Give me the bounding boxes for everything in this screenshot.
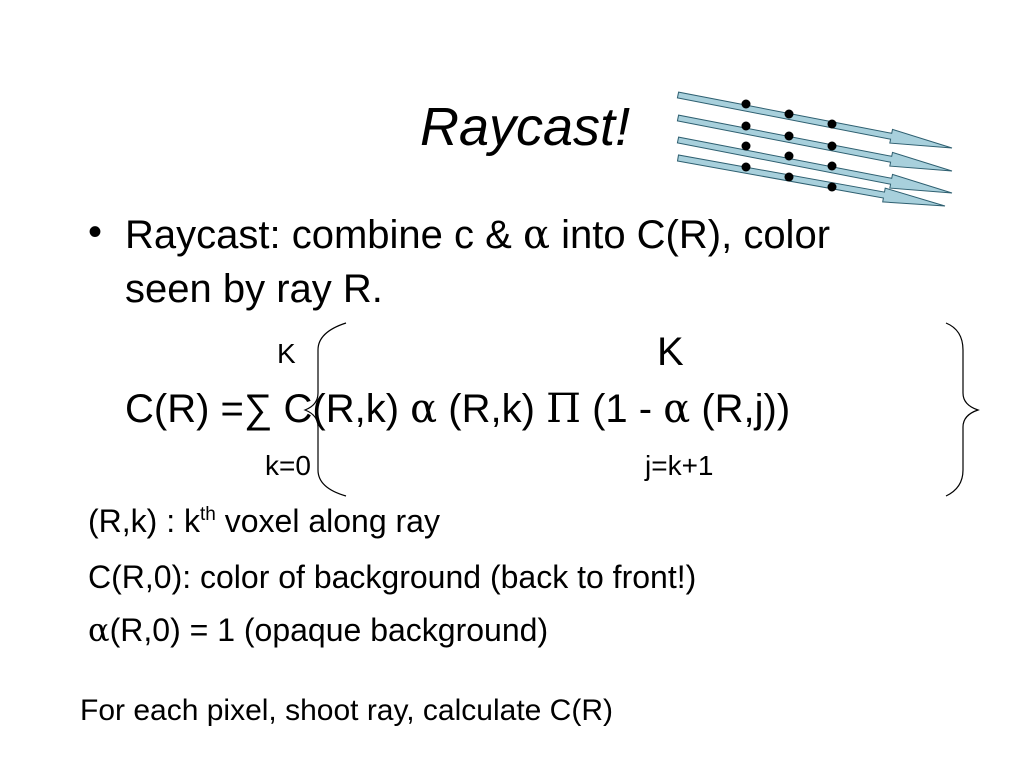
bullet-marker: • bbox=[88, 210, 103, 254]
formula-term-color: C(R,k) bbox=[272, 387, 411, 431]
product-upper-limit: K bbox=[657, 330, 684, 374]
alpha-symbol: α bbox=[663, 386, 691, 432]
formula-lhs: C(R) = bbox=[125, 387, 244, 431]
voxel-dot-4 bbox=[741, 121, 751, 131]
slide-title: Raycast! bbox=[420, 97, 631, 157]
note-voxel-definition: (R,k) : kth voxel along ray bbox=[88, 505, 440, 537]
superscript-th: th bbox=[199, 504, 216, 525]
sum-lower-limit: k=0 bbox=[265, 450, 311, 481]
sum-upper-limit: K bbox=[277, 338, 296, 369]
bullet-line1-end: into C(R), color bbox=[549, 213, 831, 257]
voxel-dot-8 bbox=[784, 151, 794, 161]
note-text: (R,k) : k bbox=[88, 503, 200, 539]
ray-arrow-3 bbox=[676, 136, 953, 194]
note-opaque-background: α(R,0) = 1 (opaque background) bbox=[88, 614, 548, 646]
voxel-dot-3 bbox=[827, 119, 837, 129]
footer-note: For each pixel, shoot ray, calculate C(R… bbox=[80, 694, 613, 727]
voxel-dot-9 bbox=[827, 161, 837, 171]
bullet-text: Raycast: combine c & α into C(R), color … bbox=[125, 208, 965, 316]
bullet-line1-start: Raycast: combine c & bbox=[125, 213, 523, 257]
alpha-symbol: α bbox=[88, 611, 110, 649]
raycast-formula: C(R) =∑ C(R,k) α (R,k) Π (1 - α (R,j)) bbox=[125, 389, 790, 429]
alpha-symbol: α bbox=[410, 386, 438, 432]
left-brace bbox=[303, 322, 347, 497]
product-symbol: Π bbox=[546, 386, 581, 432]
note-text: (R,0) = 1 (opaque background) bbox=[109, 612, 549, 648]
voxel-dot-1 bbox=[741, 99, 751, 109]
note-text: voxel along ray bbox=[215, 503, 440, 539]
sum-symbol: ∑ bbox=[243, 387, 273, 431]
voxel-dot-11 bbox=[784, 172, 794, 182]
product-lower-limit: j=k+1 bbox=[645, 450, 714, 481]
bullet-line2: seen by ray R. bbox=[125, 267, 383, 311]
ray-arrow-1 bbox=[676, 91, 953, 149]
voxel-dot-7 bbox=[741, 141, 751, 151]
formula-term-one-minus: (1 - bbox=[580, 387, 664, 431]
voxel-dot-5 bbox=[784, 131, 794, 141]
voxel-dot-2 bbox=[784, 109, 794, 119]
voxel-dot-6 bbox=[827, 141, 837, 151]
ray-group bbox=[676, 91, 953, 207]
right-brace bbox=[945, 322, 980, 497]
formula-term-rj: (R,j)) bbox=[690, 387, 791, 431]
voxel-group bbox=[741, 99, 837, 192]
alpha-symbol: α bbox=[522, 212, 550, 258]
voxel-dot-10 bbox=[741, 162, 751, 172]
formula-term-rk: (R,k) bbox=[437, 387, 547, 431]
note-background-color: C(R,0): color of background (back to fro… bbox=[88, 559, 697, 595]
voxel-dot-12 bbox=[827, 182, 837, 192]
